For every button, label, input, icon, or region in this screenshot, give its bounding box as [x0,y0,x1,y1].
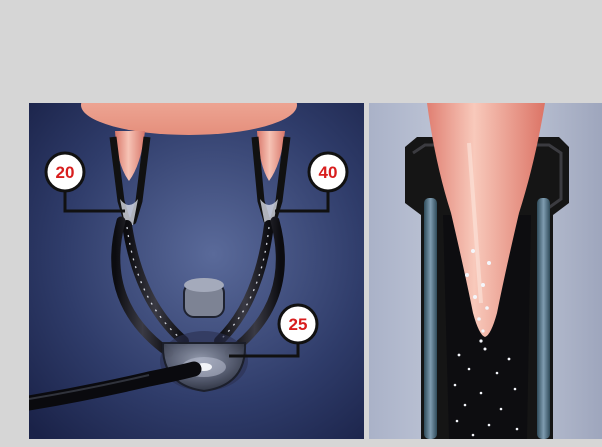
callout-25: 25 [279,305,317,343]
callout-40-label: 40 [319,163,338,182]
liner-cross-section-illustration [369,103,602,439]
liner-cross-section-panel [369,103,602,439]
callout-20-label: 20 [56,163,75,182]
callout-20: 20 [46,153,84,191]
milking-cluster-panel: 20 40 25 [29,103,364,439]
shell-wall-left [424,198,437,439]
callout-25-label: 25 [289,315,308,334]
milking-cluster-illustration: 20 40 25 [29,103,364,439]
shell-wall-right [537,198,550,439]
callout-40: 40 [309,153,347,191]
